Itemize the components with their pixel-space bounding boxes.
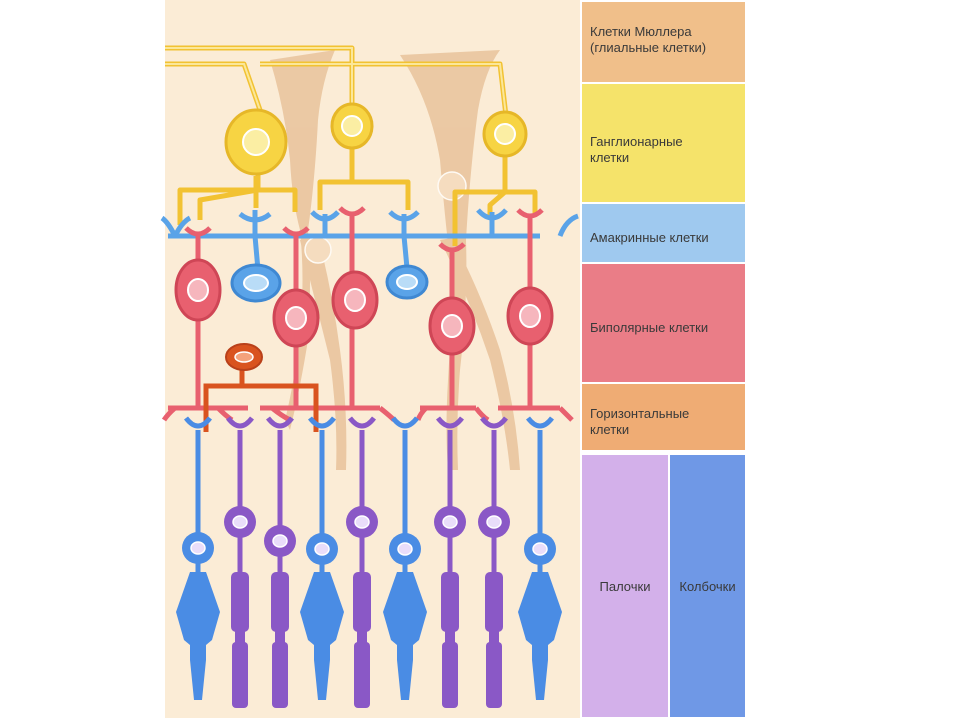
cone-cell [176,416,220,700]
legend-bipolar-label: Биполярные клетки [590,320,709,335]
ganglion-axons-inner [165,47,507,117]
horizontal-cell [203,343,319,432]
muller-cell [300,236,347,470]
rod-cell [264,416,296,708]
rod-cell [434,416,466,708]
legend-horizontal: Горизонтальные клетки [582,384,745,450]
legend-amacrine: Амакринные клетки [582,204,745,262]
cone-cell [300,416,344,700]
legend-ganglion: Ганглионарные клетки [582,84,745,202]
legend-rods-label: Палочки [599,579,651,594]
bipolar-cells [174,258,554,356]
legend-horizontal-label: Горизонтальные клетки [590,406,690,437]
legend-cones-label: Колбочки [679,579,736,594]
legend-muller: Клетки Мюллера (глиальные клетки) [582,2,745,82]
ganglion-cells [224,102,528,176]
cone-cell [383,416,427,700]
legend-ganglion-label: Ганглионарные клетки [590,134,683,165]
cone-cell [518,416,562,700]
amacrine-cells [230,263,429,303]
rod-cell [346,416,378,708]
legend-cones: Колбочки [670,455,745,717]
legend-rods: Палочки [582,455,668,717]
legend-muller-label: Клетки Мюллера (глиальные клетки) [590,24,707,55]
photoreceptors [176,416,562,708]
rod-cell [478,416,510,708]
bipolar-processes [161,206,574,423]
ganglion-dendrites [177,148,538,246]
legend-amacrine-label: Амакринные клетки [590,230,709,245]
muller-cell [440,238,520,470]
muller-nucleus [437,171,467,201]
legend-bipolar: Биполярные клетки [582,264,745,382]
rod-cell [224,416,256,708]
muller-nucleus [304,236,332,264]
